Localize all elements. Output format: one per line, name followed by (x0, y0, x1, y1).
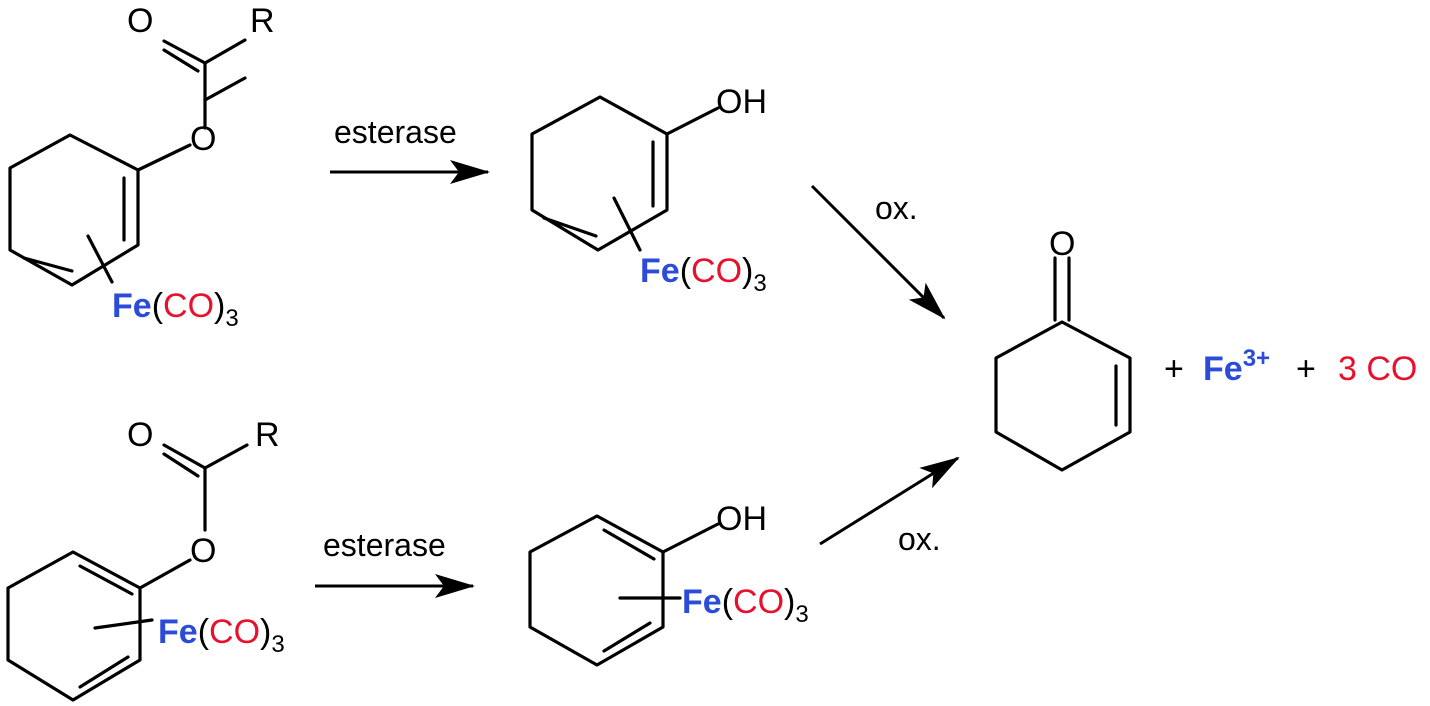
oxygen-label: O (190, 120, 216, 158)
oxidation-arrow-top: ox. (810, 184, 946, 320)
byproducts: + Fe3+ + 3 CO (1164, 345, 1417, 388)
plus-sign: + (1164, 350, 1184, 388)
hydroxyl-label: OH (716, 83, 767, 121)
cyclohexenone-product: O (994, 225, 1132, 472)
plus-sign: + (1296, 350, 1316, 388)
oxidation-arrow-bottom: ox. (819, 456, 960, 557)
carbon-monoxide-label: 3 CO (1338, 350, 1417, 388)
esterase-label: esterase (323, 527, 446, 563)
bottom-dienol-complex: OH Fe(CO)3 (528, 500, 809, 667)
top-ester-complex: O R O Fe(CO)3 (8, 2, 275, 332)
oxygen-label: O (127, 416, 153, 454)
ox-label: ox. (898, 521, 941, 557)
esterase-arrow-top: esterase (330, 114, 490, 184)
esterase-label: esterase (334, 114, 457, 150)
fe-co3-label: Fe(CO)3 (640, 252, 767, 297)
fe-co3-label: Fe(CO)3 (158, 613, 285, 658)
oxygen-label: O (127, 2, 153, 40)
fe-co3-label: Fe(CO)3 (682, 583, 809, 628)
esterase-arrow-bottom: esterase (315, 527, 475, 598)
fe-co3-label: Fe(CO)3 (112, 287, 239, 332)
bottom-ester-complex: O R O Fe(CO)3 (6, 416, 285, 702)
hydroxyl-label: OH (716, 500, 767, 538)
top-dienol-complex: OH Fe(CO)3 (530, 83, 767, 297)
ox-label: ox. (875, 190, 918, 226)
ketone-oxygen-label: O (1049, 225, 1075, 263)
iron-ion-label: Fe3+ (1203, 345, 1270, 388)
oxygen-label: O (190, 532, 216, 570)
r-group-label: R (255, 416, 280, 454)
r-group-label: R (250, 2, 275, 40)
